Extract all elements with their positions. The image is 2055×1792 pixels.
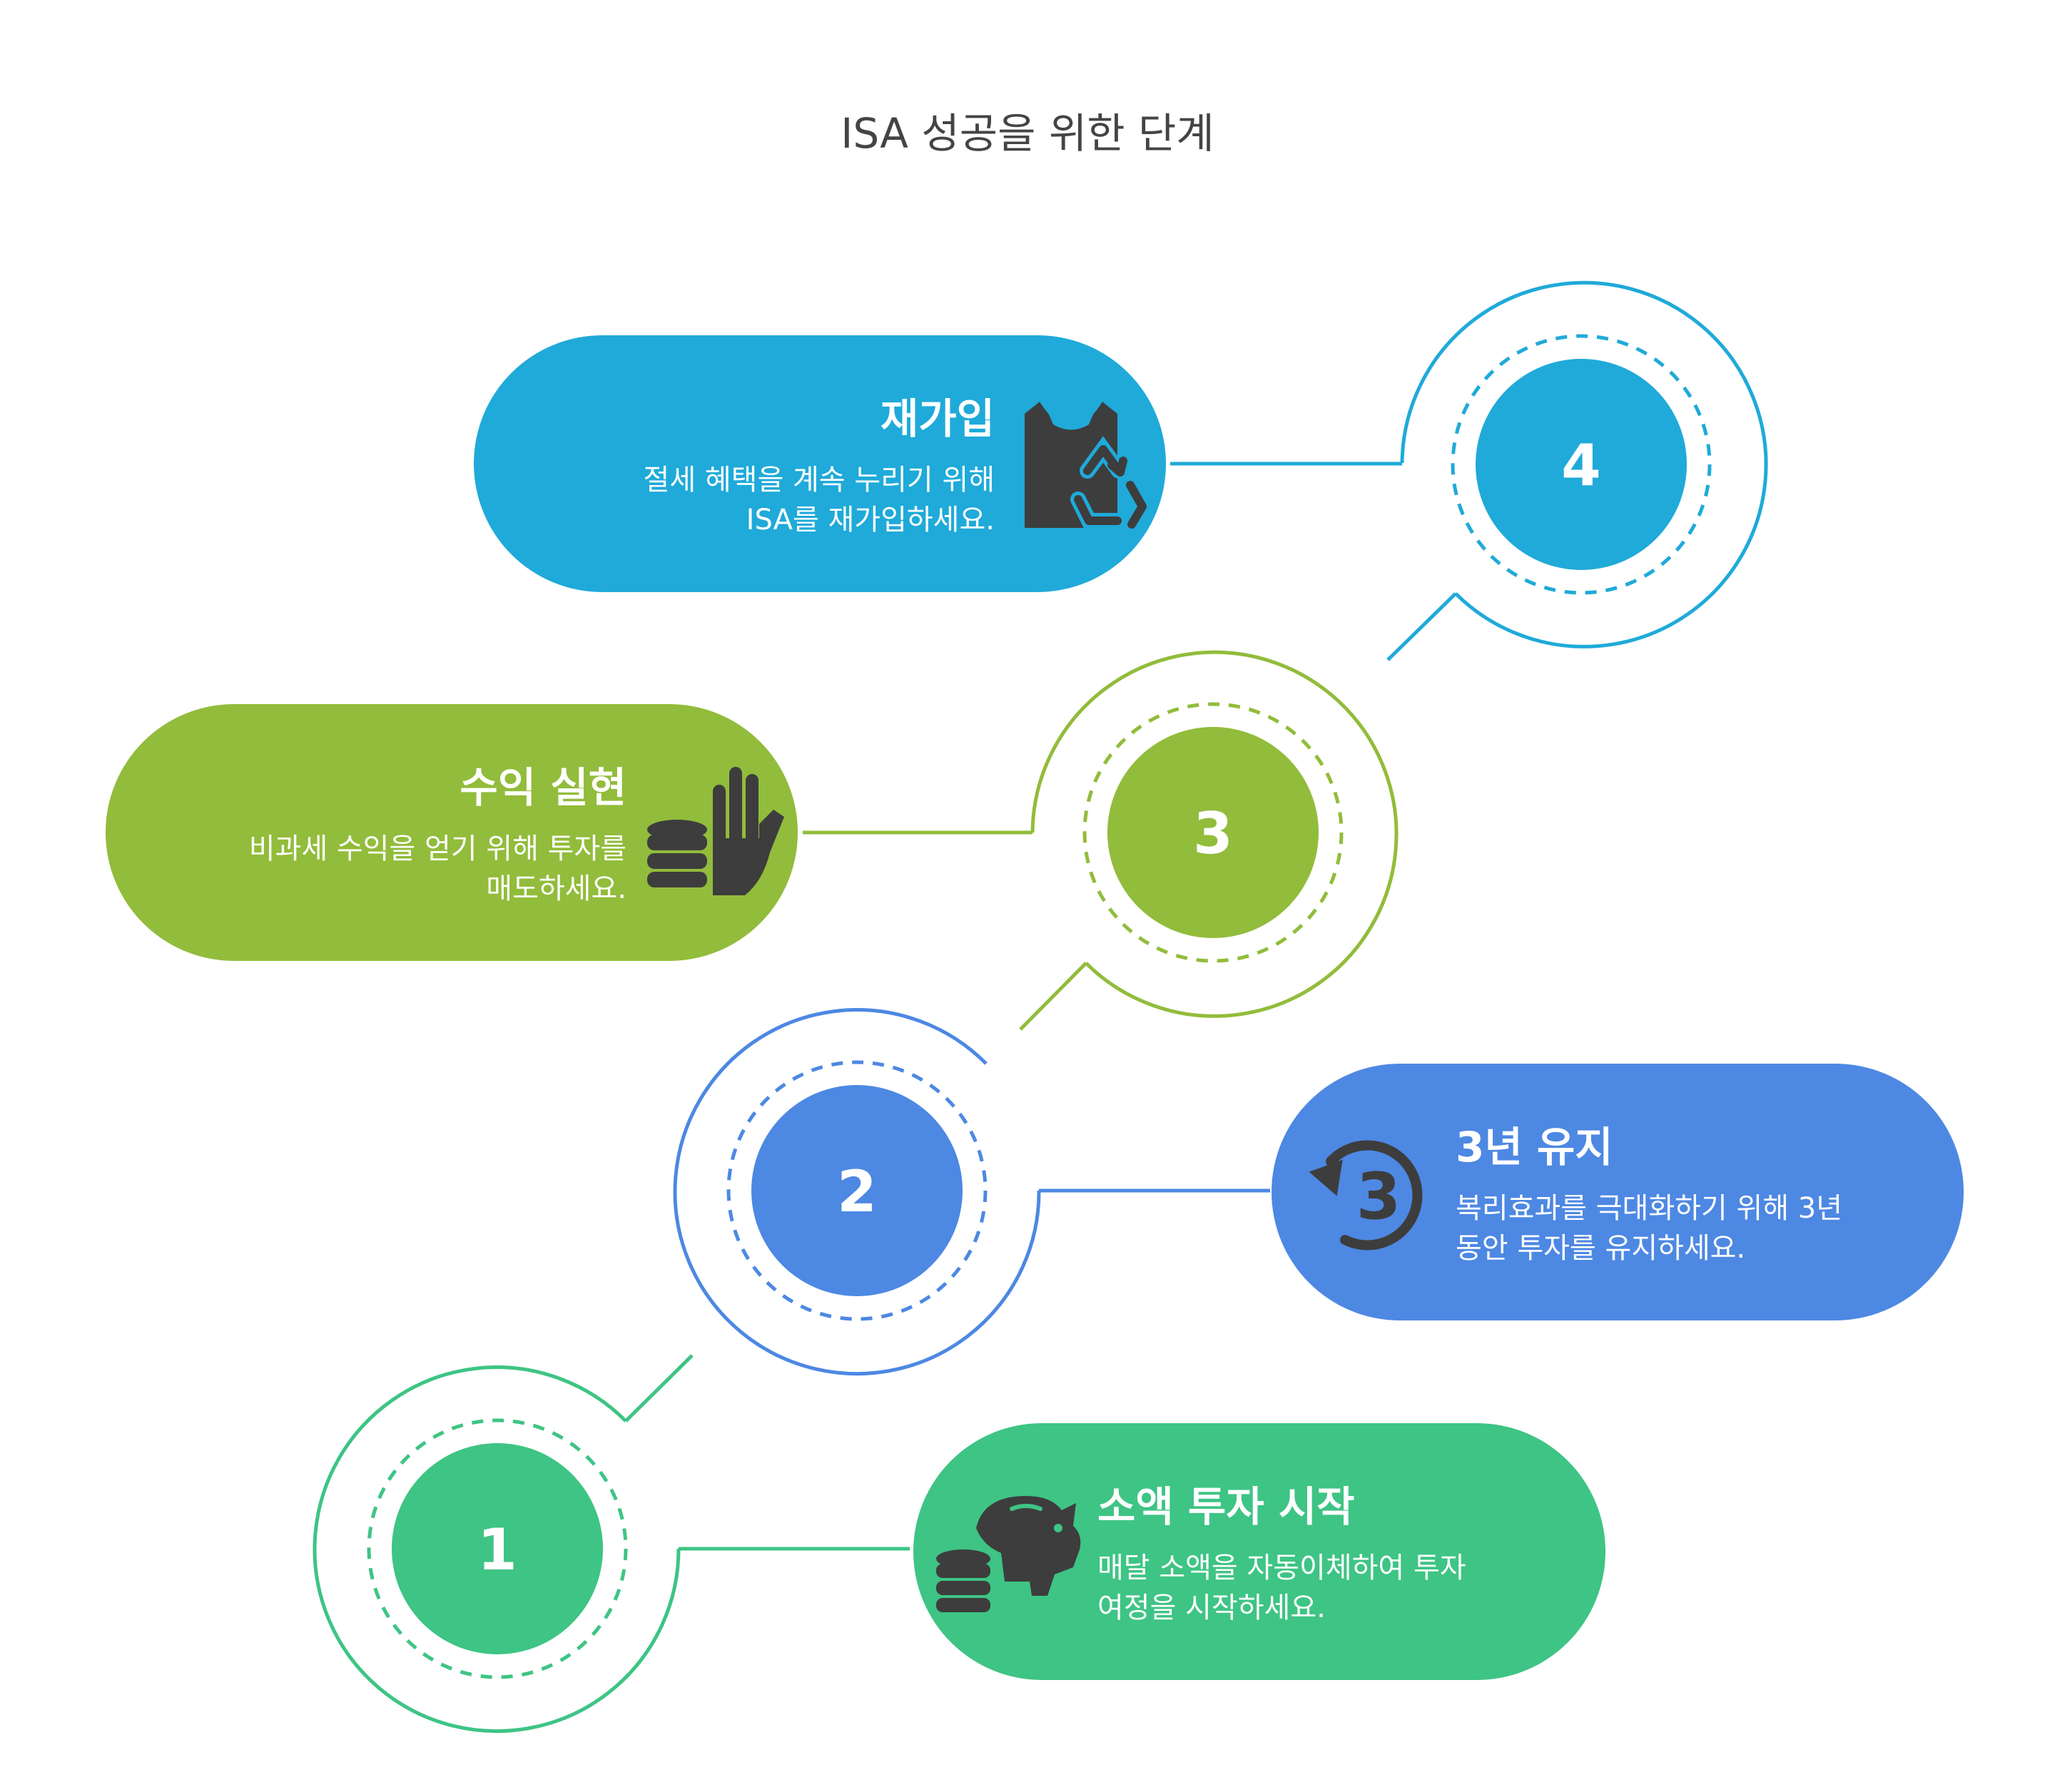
step-1-number: 1 — [477, 1517, 517, 1583]
step-2-dashed-ring — [726, 1060, 988, 1321]
step-1-ring — [313, 1365, 681, 1734]
step-3-dashed-ring — [1082, 702, 1344, 963]
step-2-heading: 3년 유지 — [1456, 1123, 1613, 1171]
step-4-desc-line-1: 절세 혜택을 계속 누리기 위해 — [643, 464, 995, 497]
step-3-card: 수익 실현 비과세 수익을 얻기 위해 투자를 매도하세요. — [106, 704, 798, 961]
step-3-desc-line-1: 비과세 수익을 얻기 위해 투자를 — [248, 833, 626, 865]
step-3-description: 비과세 수익을 얻기 위해 투자를 매도하세요. — [249, 829, 626, 909]
step-3-ring — [1030, 650, 1399, 1018]
step-1-description: 매달 소액을 자동이체하여 투자 여정을 시작하세요. — [1097, 1548, 1466, 1628]
step-1-dashed-ring — [367, 1418, 628, 1679]
step-3-number-disc — [1107, 727, 1319, 938]
step-1-number-disc — [392, 1443, 603, 1654]
svg-text:3: 3 — [1356, 1159, 1401, 1234]
step-4-dashed-ring — [1451, 334, 1712, 595]
step-4-card: 재가입 절세 혜택을 계속 누리기 위해 ISA를 재가입하세요. — [474, 335, 1166, 592]
step-3-number: 3 — [1193, 800, 1233, 867]
step-4-description: 절세 혜택을 계속 누리기 위해 ISA를 재가입하세요. — [644, 460, 995, 540]
piggy-bank-coins-icon — [936, 1496, 1081, 1612]
step-3-diagonal-line — [1019, 962, 1087, 1031]
step-4-number-disc — [1476, 359, 1687, 570]
step-3-heading: 수익 실현 — [460, 763, 626, 812]
rotate-three-icon: 3 — [1309, 1140, 1423, 1251]
step-4-heading: 재가입 — [880, 394, 995, 443]
step-1-heading: 소액 투자 시작 — [1097, 1482, 1355, 1531]
step-2-number: 2 — [837, 1159, 877, 1225]
step-3-desc-line-2: 매도하세요. — [486, 872, 626, 905]
step-4-ring — [1400, 280, 1768, 648]
step-2-ring — [673, 1008, 1041, 1376]
hand-coins-icon — [647, 767, 784, 895]
step-4-number: 4 — [1561, 432, 1601, 499]
step-2-desc-line-1: 복리효과를 극대화하기 위해 3년 — [1456, 1192, 1842, 1225]
step-4-desc-line-2: ISA를 재가입하세요. — [746, 504, 995, 536]
recycle-bag-icon — [1025, 397, 1150, 529]
step-2-description: 복리효과를 극대화하기 위해 3년 동안 투자를 유지하세요. — [1456, 1188, 1842, 1268]
step-2-card: 3 3년 유지 복리효과를 극대화하기 위해 3년 동안 투자를 유지하세요. — [1272, 1064, 1964, 1320]
page-title: ISA 성공을 위한 단계 — [841, 109, 1214, 158]
step-1-desc-line-1: 매달 소액을 자동이체하여 투자 — [1097, 1552, 1466, 1584]
step-2-desc-line-2: 동안 투자를 유지하세요. — [1456, 1232, 1746, 1265]
step-1-desc-line-2: 여정을 시작하세요. — [1097, 1592, 1326, 1624]
step-4-diagonal-line — [1386, 592, 1457, 661]
step-2-number-disc — [751, 1085, 963, 1296]
step-1-card: 소액 투자 시작 매달 소액을 자동이체하여 투자 여정을 시작하세요. — [913, 1423, 1605, 1680]
step-1-diagonal-line — [624, 1354, 694, 1422]
